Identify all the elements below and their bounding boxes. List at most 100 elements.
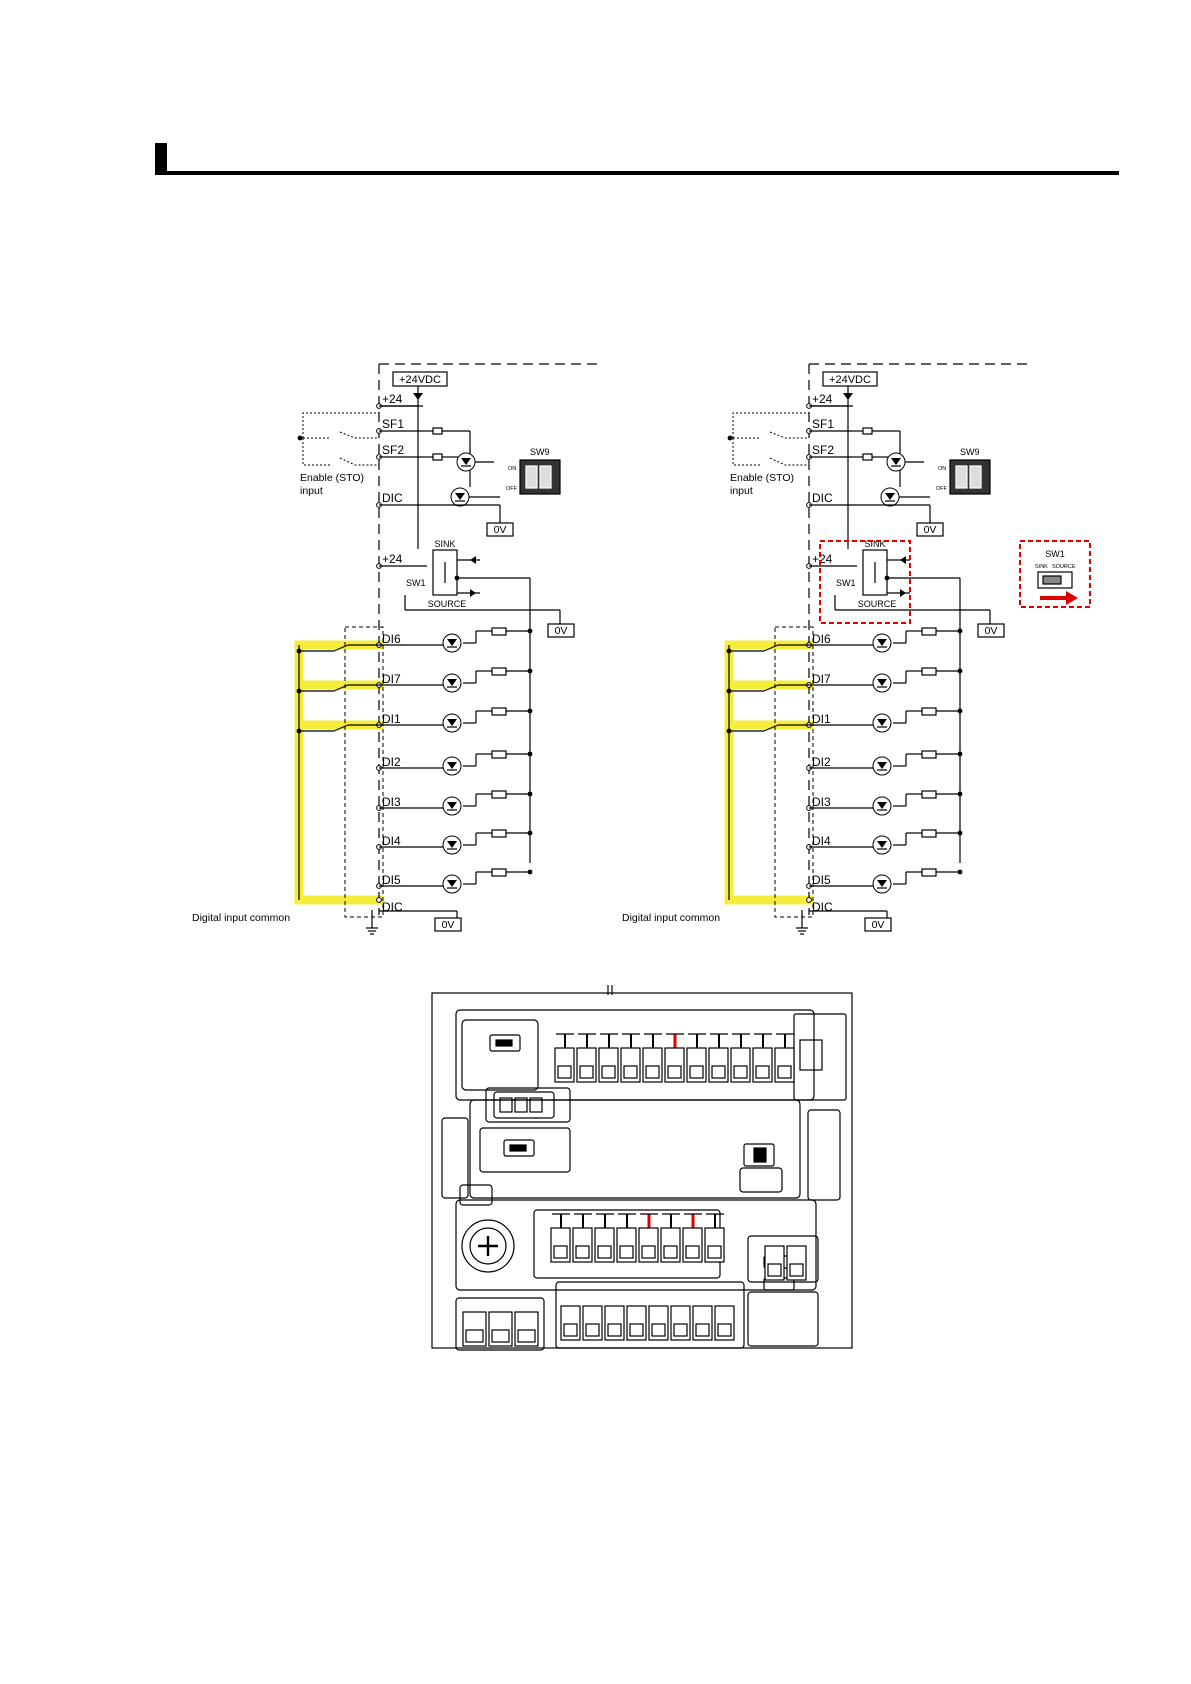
input-label-di1: DI1 (382, 712, 401, 726)
input-resistor (492, 751, 506, 758)
terminal-cell (577, 1048, 596, 1082)
enable-label-line2: input (730, 485, 753, 497)
terminal-cell (731, 1048, 750, 1082)
sw1-detail-slider (1043, 576, 1061, 584)
terminal-screw (624, 1066, 637, 1078)
sw9-lever-1 (956, 466, 967, 488)
input-label-di2: DI2 (812, 755, 831, 769)
sw1-label: SW1 (406, 578, 426, 588)
common-label: Digital input common (192, 912, 290, 924)
sw9-on-label: ON (938, 466, 946, 472)
terminal-cell (463, 1312, 486, 1346)
terminal-screw (790, 1264, 803, 1276)
input-resistor (922, 628, 936, 635)
sw9-on-label: ON (508, 466, 516, 472)
terminal-cell (489, 1312, 512, 1346)
terminal-cell (765, 1246, 784, 1280)
sw1-detail-sink: SINK (1035, 564, 1048, 570)
optocoupler-icon (443, 836, 461, 854)
junction-dot (528, 752, 533, 757)
junction-dot (528, 870, 533, 875)
shield-dashed-box (345, 627, 383, 917)
terminal-screw (608, 1324, 621, 1336)
optocoupler-icon (881, 488, 899, 506)
common-highlight (729, 645, 809, 900)
optocoupler-icon (873, 875, 891, 893)
terminal-point-common (377, 898, 382, 903)
sink-diode-icon (470, 556, 476, 564)
terminal-label-top-0: +24 (812, 392, 833, 406)
enable-wire-dotted (303, 413, 379, 438)
enable-label-line2: input (300, 485, 323, 497)
optocoupler-icon (873, 634, 891, 652)
sw9-lever-2 (540, 466, 551, 488)
junction-dot (885, 576, 890, 581)
terminal-screw (558, 1066, 571, 1078)
terminal-screw (664, 1246, 677, 1258)
source-label: SOURCE (428, 599, 467, 609)
terminal-cell (595, 1228, 614, 1262)
junction-dot (528, 831, 533, 836)
terminal-cell (693, 1306, 712, 1340)
input-label-di4: DI4 (382, 834, 401, 848)
terminal-screw (756, 1066, 769, 1078)
terminal-screw (718, 1324, 731, 1336)
supply-diode-icon (413, 393, 423, 400)
junction-dot (728, 436, 733, 441)
optocoupler-icon (873, 797, 891, 815)
junction-dot (958, 669, 963, 674)
terminal-cell (561, 1306, 580, 1340)
optocoupler-icon (443, 714, 461, 732)
sink-terminal-label: +24 (812, 552, 833, 566)
terminal-screw (768, 1264, 781, 1276)
optocoupler-icon (873, 714, 891, 732)
terminal-cell (671, 1306, 690, 1340)
arrow-right-icon (1040, 591, 1078, 605)
sink-diode-icon (900, 556, 906, 564)
sink-terminal-label: +24 (382, 552, 403, 566)
sf2-resistor (433, 454, 442, 460)
board-outline (432, 985, 852, 1350)
terminal-cell (605, 1306, 624, 1340)
input-label-di3: DI3 (812, 795, 831, 809)
input-resistor (492, 830, 506, 837)
optocoupler-icon (873, 757, 891, 775)
terminal-cell (583, 1306, 602, 1340)
terminal-screw (646, 1066, 659, 1078)
junction-dot (958, 870, 963, 875)
input-resistor (492, 708, 506, 715)
terminal-point-common (807, 898, 812, 903)
terminal-cell (705, 1228, 724, 1262)
enable-switch-sf2 (733, 438, 809, 465)
terminal-screw (586, 1324, 599, 1336)
optocoupler-icon (443, 797, 461, 815)
zero-v-label-top: 0V (494, 524, 507, 536)
terminal-screw (642, 1246, 655, 1258)
terminal-cell (709, 1048, 728, 1082)
terminal-screw (576, 1246, 589, 1258)
terminal-cell (617, 1228, 636, 1262)
terminal-screw (598, 1246, 611, 1258)
terminal-screw (652, 1324, 665, 1336)
terminal-screw (778, 1066, 791, 1078)
common-label: Digital input common (622, 912, 720, 924)
sw9-lever-1 (526, 466, 537, 488)
terminal-cell (555, 1048, 574, 1082)
terminal-cell (573, 1228, 592, 1262)
zero-v-label-mid: 0V (555, 625, 568, 637)
source-label: SOURCE (858, 599, 897, 609)
optocoupler-icon (873, 836, 891, 854)
terminal-screw (686, 1246, 699, 1258)
terminal-screw (580, 1066, 593, 1078)
supply-label: +24VDC (399, 374, 441, 386)
terminal-cell (627, 1306, 646, 1340)
terminal-cell (683, 1228, 702, 1262)
terminal-label-top-2: SF2 (812, 443, 834, 457)
junction-dot (958, 629, 963, 634)
terminal-label-top-0: +24 (382, 392, 403, 406)
sw9-label: SW9 (530, 447, 550, 457)
input-resistor (492, 628, 506, 635)
input-resistor (922, 668, 936, 675)
terminal-screw (734, 1066, 747, 1078)
